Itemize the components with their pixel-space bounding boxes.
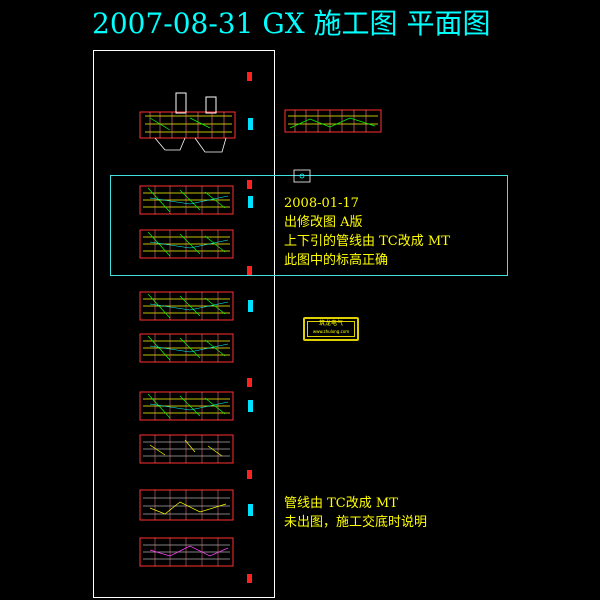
floor-plan-level-3 [139, 291, 234, 321]
level-marker-icon [248, 196, 253, 208]
revision-note-line: 上下引的管线由 TC改成 MT [284, 234, 450, 249]
floor-plan-level-7 [139, 489, 234, 521]
stamp-subtext: www.zhulong.com [312, 329, 350, 334]
section-marker-icon [247, 378, 252, 387]
floor-plan-level-4 [139, 333, 234, 363]
revision-note: 2008-01-17 出修改图 A版 上下引的管线由 TC改成 MT 此图中的标… [284, 194, 450, 270]
floor-plan-level-8 [139, 537, 234, 567]
conduit-note-line: 管线由 TC改成 MT [284, 496, 398, 511]
floor-plan-level-1 [139, 185, 234, 215]
revision-note-line: 此图中的标高正确 [284, 253, 389, 268]
level-marker-icon [248, 300, 253, 312]
revision-note-line: 出修改图 A版 [284, 215, 363, 230]
zhulong-stamp: 筑龙电气 www.zhulong.com [303, 317, 359, 341]
north-symbol [293, 169, 311, 183]
section-marker-icon [247, 470, 252, 479]
floor-plan-roof [139, 92, 236, 153]
drawing-title: 2007-08-31 GX 施工图 平面图 [92, 7, 491, 40]
level-marker-icon [248, 118, 253, 130]
level-marker-icon [248, 400, 253, 412]
floor-plan-level-2 [139, 229, 234, 259]
stamp-border [307, 321, 355, 337]
section-marker-icon [247, 180, 252, 189]
floor-plan-level-5 [139, 391, 234, 421]
conduit-note: 管线由 TC改成 MT 未出图，施工交底时说明 [284, 494, 427, 532]
stamp-text: 筑龙电气 [318, 320, 343, 327]
revision-boundary [110, 175, 508, 276]
conduit-note-line: 未出图，施工交底时说明 [284, 515, 428, 530]
revision-note-line: 2008-01-17 [284, 196, 359, 211]
floor-plan-level-6 [139, 434, 234, 464]
section-marker-icon [247, 72, 252, 81]
section-marker-icon [247, 266, 252, 275]
level-marker-icon [248, 504, 253, 516]
sheet-frame [93, 50, 275, 598]
section-marker-icon [247, 574, 252, 583]
floor-plan-side [284, 109, 382, 133]
